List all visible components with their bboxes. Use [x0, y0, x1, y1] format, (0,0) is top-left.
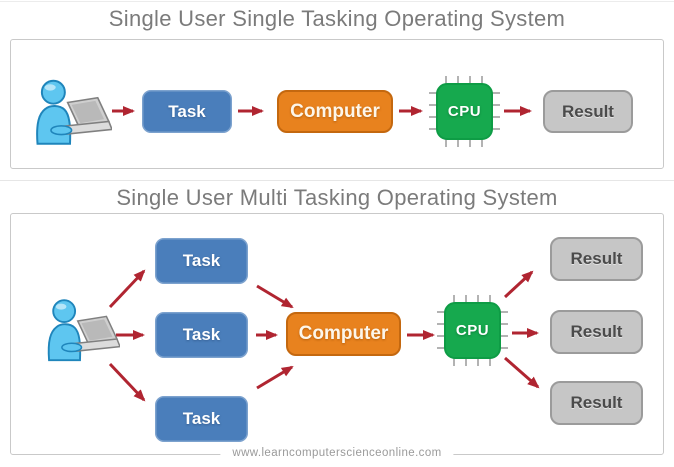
- task-label: Task: [182, 409, 221, 428]
- result-node: Result: [543, 90, 633, 133]
- result-node: Result: [550, 381, 643, 425]
- result-label: Result: [562, 101, 614, 121]
- result-label: Result: [570, 249, 623, 268]
- task-node: Task: [155, 238, 248, 284]
- top-divider: [0, 1, 674, 2]
- user-laptop-icon: [47, 299, 120, 362]
- task-node: Task: [142, 90, 232, 133]
- computer-label: Computer: [290, 100, 380, 122]
- result-node: Result: [550, 310, 643, 354]
- result-node: Result: [550, 237, 643, 281]
- cpu-node: CPU: [437, 84, 492, 139]
- cpu-chip-icon: [437, 295, 508, 366]
- result-label: Result: [570, 393, 623, 412]
- task-label: Task: [182, 325, 221, 344]
- task-node: Task: [155, 396, 248, 442]
- cpu-label: CPU: [455, 322, 490, 339]
- cpu-node: CPU: [445, 303, 500, 358]
- cpu-label: CPU: [447, 103, 482, 120]
- task-label: Task: [182, 251, 221, 270]
- task-node: Task: [155, 312, 248, 358]
- section2-title: Single User Multi Tasking Operating Syst…: [116, 185, 558, 210]
- computer-node: Computer: [286, 312, 401, 356]
- section1-title: Single User Single Tasking Operating Sys…: [108, 6, 566, 31]
- result-label: Result: [570, 322, 623, 341]
- computer-label: Computer: [298, 323, 389, 344]
- section-divider: [0, 180, 674, 181]
- task-label: Task: [168, 101, 206, 121]
- computer-node: Computer: [277, 90, 393, 133]
- website-watermark: www.learncomputerscienceonline.com: [220, 445, 454, 462]
- cpu-chip-icon: [429, 76, 500, 147]
- user-laptop-icon: [36, 79, 112, 145]
